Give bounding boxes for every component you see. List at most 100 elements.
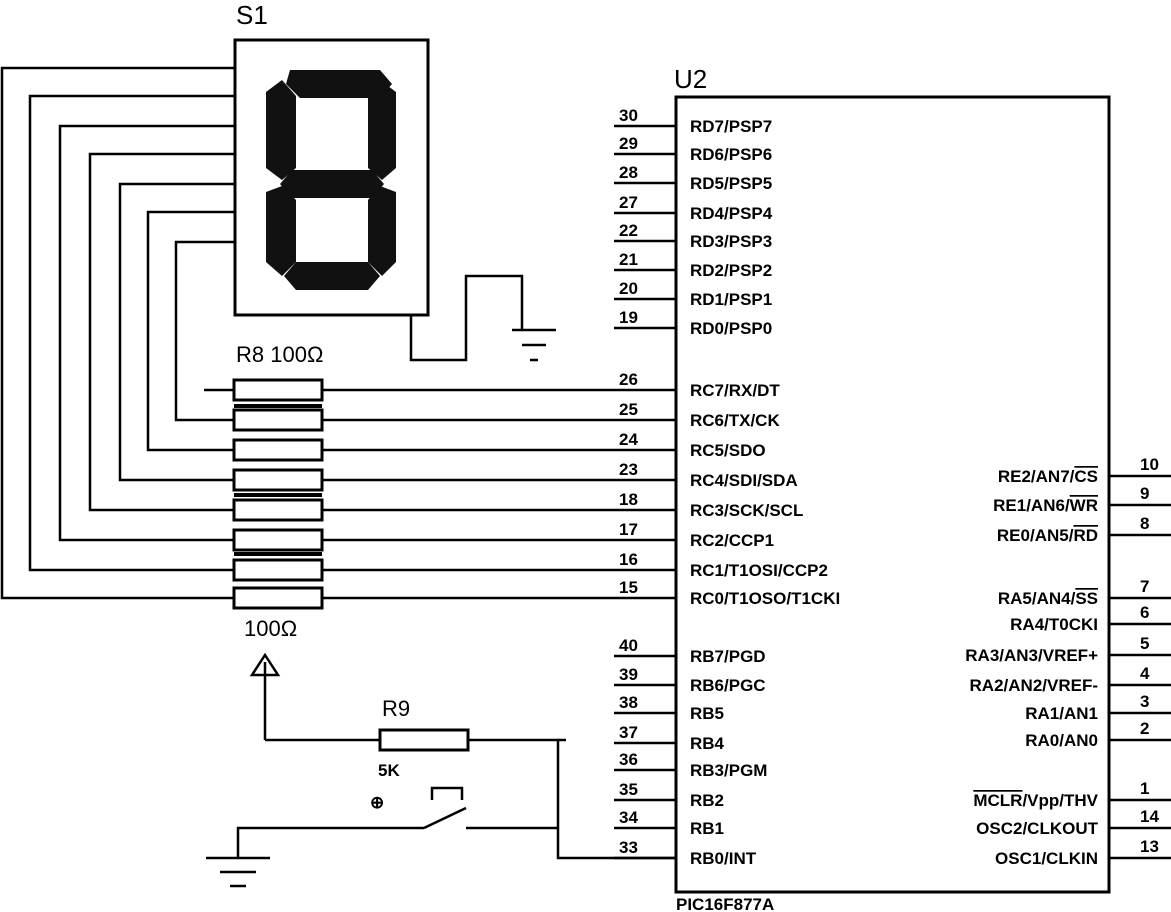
chip-part: PIC16F877A: [676, 895, 774, 912]
pin-name: RD3/PSP3: [690, 232, 772, 251]
microcontroller-body: [674, 95, 1111, 894]
pin-number: 13: [1140, 837, 1159, 856]
pin-name-text: RE2/AN7/: [998, 467, 1075, 486]
pin-number: 29: [619, 134, 638, 153]
pin-name: RD7/PSP7: [690, 117, 772, 136]
pin-number: 28: [619, 163, 638, 182]
pin-number: 39: [619, 665, 638, 684]
pin-name: RD4/PSP4: [690, 204, 773, 223]
pin-number: 23: [619, 460, 638, 479]
pin-name-text: RA5/AN4/: [998, 589, 1076, 608]
pin-name: RB5: [690, 704, 724, 723]
pin-number: 15: [619, 578, 638, 597]
pin-name: RB0/INT: [690, 849, 757, 868]
pin-number: 6: [1140, 603, 1149, 622]
pin-number: 4: [1140, 664, 1150, 683]
pin-name: RE2/AN7/CS: [998, 467, 1098, 486]
pin-name: RC1/T1OSI/CCP2: [690, 561, 828, 580]
pin-name: RD2/PSP2: [690, 261, 772, 280]
pin-number: 25: [619, 400, 638, 419]
pin-number: 26: [619, 370, 638, 389]
pin-name: RB2: [690, 791, 724, 810]
pin-number: 14: [1140, 807, 1159, 826]
pin-number: 36: [619, 750, 638, 769]
pin-name: MCLR/Vpp/THV: [973, 791, 1098, 810]
pin-number: 38: [619, 693, 638, 712]
pin-number: 19: [619, 308, 638, 327]
pin-name: RB7/PGD: [690, 647, 766, 666]
pin-name: RA2/AN2/VREF-: [970, 676, 1098, 695]
pin-number: 35: [619, 780, 638, 799]
pin-name-overbar: SS: [1075, 589, 1098, 608]
display-ref: S1: [236, 0, 268, 30]
pin-name-text: RA3/AN3/VREF+: [965, 646, 1098, 665]
pin-number: 37: [619, 723, 638, 742]
pin-number: 27: [619, 193, 638, 212]
pin-name: RC6/TX/CK: [690, 411, 780, 430]
pin-number: 17: [619, 520, 638, 539]
pin-name-text: RA4/T0CKI: [1010, 615, 1098, 634]
ground-symbol: [206, 856, 270, 888]
seven-segment-display: [233, 38, 430, 317]
pin-number: 20: [619, 279, 638, 298]
pin-number: 2: [1140, 719, 1149, 738]
pin-name: RB4: [690, 734, 725, 753]
pin-number: 7: [1140, 577, 1149, 596]
pin-name-overbar: MCLR: [973, 791, 1022, 810]
portc-wires: [322, 388, 676, 600]
chip-ref: U2: [674, 64, 707, 94]
pin-number: 40: [619, 636, 638, 655]
pin-number: 1: [1140, 779, 1149, 798]
pin-number: 8: [1140, 514, 1149, 533]
pin-name: RD1/PSP1: [690, 290, 772, 309]
pin-name: RD0/PSP0: [690, 319, 772, 338]
pullup-value: 5K: [378, 761, 400, 780]
resistor-array: [232, 378, 324, 610]
pin-name: RC2/CCP1: [690, 531, 774, 550]
display-common-wire: [409, 274, 556, 362]
pin-name: RE1/AN6/WR: [993, 496, 1098, 515]
pin-name-text: OSC2/CLKOUT: [976, 819, 1098, 838]
pin-name: RA0/AN0: [1025, 731, 1098, 750]
pin-number: 10: [1140, 455, 1159, 474]
pin-name-overbar: CS: [1074, 467, 1098, 486]
pin-name: RC4/SDI/SDA: [690, 471, 798, 490]
pin-name-text: OSC1/CLKIN: [995, 849, 1098, 868]
pin-number: 34: [619, 808, 638, 827]
pin-name: RA4/T0CKI: [1010, 615, 1098, 634]
pin-name: RB3/PGM: [690, 761, 767, 780]
pin-name-text: RA1/AN1: [1025, 704, 1098, 723]
pullup-ref: R9: [382, 696, 410, 721]
resistor-array-value: 100Ω: [244, 616, 297, 641]
pullup-resistor: [378, 728, 470, 752]
pin-name: RD5/PSP5: [690, 174, 772, 193]
